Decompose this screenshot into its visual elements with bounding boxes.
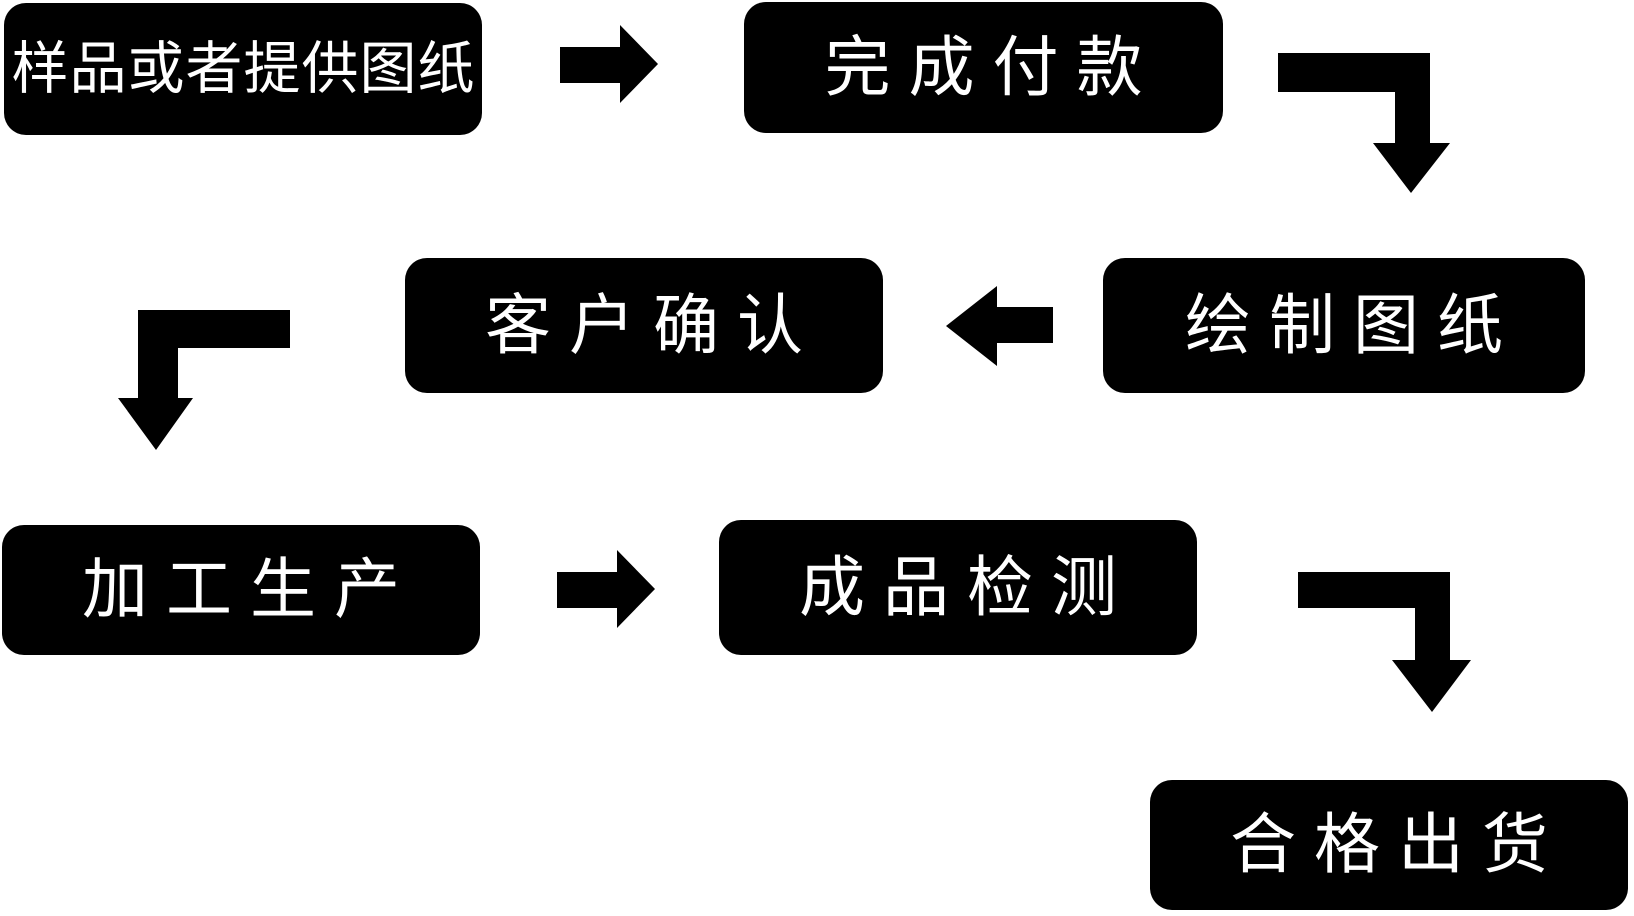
- node-sample-or-drawing: 样品或者提供图纸: [4, 3, 482, 135]
- arrow-right-icon: [557, 550, 655, 628]
- node-qualified-shipment: 合格出货: [1150, 780, 1628, 910]
- node-label: 合格出货: [1230, 806, 1566, 883]
- elbow-arrow-shape: [1278, 53, 1450, 193]
- elbow-arrow-right-down-icon: [1298, 572, 1471, 712]
- elbow-arrow-shape: [1298, 572, 1471, 712]
- arrow-left-shape: [946, 286, 1053, 366]
- node-label: 完成付款: [824, 28, 1161, 106]
- node-label: 成品检测: [799, 548, 1135, 626]
- node-draw-drawing: 绘制图纸: [1103, 258, 1585, 393]
- arrow-right-icon: [560, 25, 658, 103]
- node-label: 绘制图纸: [1185, 286, 1521, 364]
- elbow-arrow-left-down-icon: [118, 310, 290, 450]
- arrow-left-icon: [946, 286, 1053, 366]
- node-customer-confirm: 客户确认: [405, 258, 883, 393]
- elbow-arrow-shape: [118, 310, 290, 450]
- node-processing-production: 加工生产: [2, 525, 480, 655]
- elbow-arrow-right-down-icon: [1278, 53, 1450, 193]
- arrow-right-shape: [557, 550, 655, 628]
- node-product-inspection: 成品检测: [719, 520, 1197, 655]
- node-label: 样品或者提供图纸: [11, 35, 476, 102]
- node-complete-payment: 完成付款: [744, 2, 1223, 133]
- node-label: 加工生产: [82, 551, 418, 628]
- arrow-right-shape: [560, 25, 658, 103]
- node-label: 客户确认: [485, 286, 821, 364]
